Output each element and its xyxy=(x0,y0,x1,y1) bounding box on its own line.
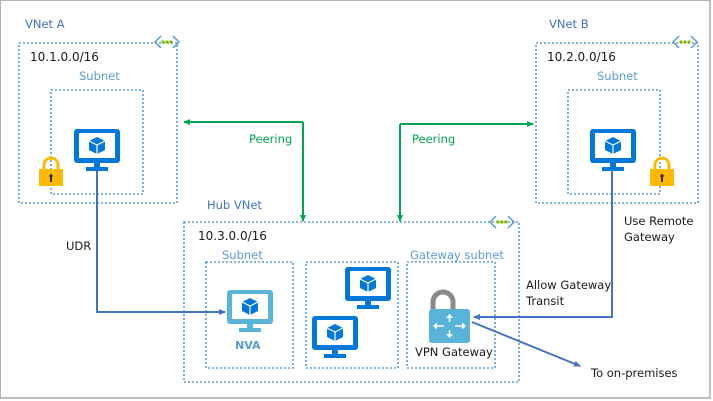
hub-vnet-boundary xyxy=(183,221,520,383)
vnet-a-icon xyxy=(154,35,180,49)
peering-a-label: Peering xyxy=(249,132,293,146)
vnet-b-vm-icon xyxy=(589,128,637,172)
nva-icon xyxy=(226,289,274,333)
gateway-transit-arrow xyxy=(473,171,613,320)
vnet-a-vm-icon xyxy=(73,128,121,172)
vnet-a-address-space: 10.1.0.0/16 xyxy=(30,50,99,64)
vnet-b-address-space: 10.2.0.0/16 xyxy=(547,50,616,64)
vnet-b-subnet-boundary xyxy=(567,89,661,195)
to-onprem-arrow xyxy=(471,321,581,367)
vnet-a-lock-icon xyxy=(37,156,65,188)
vnet-a-subnet-label: Subnet xyxy=(79,69,120,83)
hub-subnet-nva-boundary xyxy=(205,261,294,369)
hub-vnet-address-space: 10.3.0.0/16 xyxy=(198,229,267,243)
gateway-subnet-boundary xyxy=(406,261,496,369)
vnet-b-lock-icon xyxy=(648,156,676,188)
hub-subnet-vms-boundary xyxy=(305,261,399,369)
udr-route-arrow xyxy=(96,171,226,315)
vnet-a-title: VNet A xyxy=(25,17,65,31)
hub-vnet-title: Hub VNet xyxy=(207,198,262,212)
udr-label: UDR xyxy=(66,239,92,253)
vnet-b-title: VNet B xyxy=(549,17,589,31)
vnet-b-icon xyxy=(672,35,698,49)
hub-vm-icon-2 xyxy=(311,315,359,359)
nva-label: NVA xyxy=(235,339,261,352)
allow-gateway-transit-label-1: Allow Gateway xyxy=(526,278,612,292)
gateway-subnet-label: Gateway subnet xyxy=(410,248,504,262)
vpn-gateway-icon xyxy=(429,289,470,343)
hub-subnet-label: Subnet xyxy=(222,248,263,262)
hub-vm-icon-1 xyxy=(344,266,392,310)
allow-gateway-transit-label-2: Transit xyxy=(526,294,565,308)
vpn-gateway-label: VPN Gateway xyxy=(415,345,493,359)
to-onprem-label: To on-premises xyxy=(591,366,678,380)
vnet-b-subnet-label: Subnet xyxy=(597,69,638,83)
use-remote-gateway-label-2: Gateway xyxy=(624,230,675,244)
use-remote-gateway-label-1: Use Remote xyxy=(624,214,694,228)
peering-b-label: Peering xyxy=(412,132,456,146)
vnet-b-boundary xyxy=(535,42,699,204)
